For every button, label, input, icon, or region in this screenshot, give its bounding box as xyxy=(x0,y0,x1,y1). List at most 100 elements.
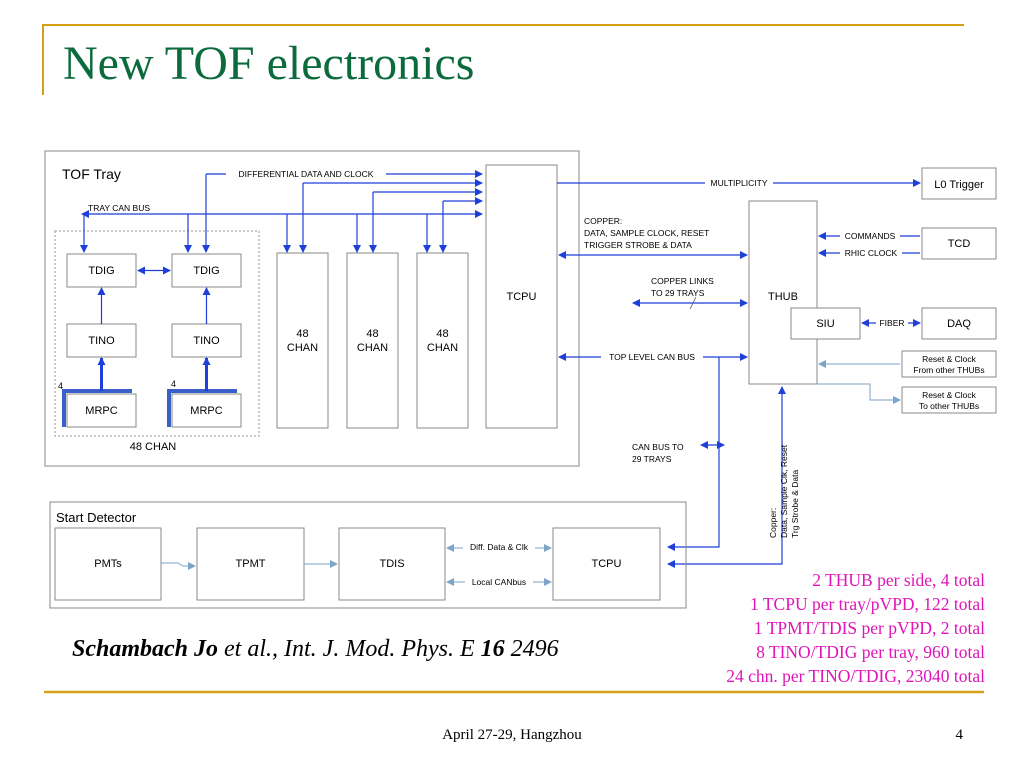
chan48-box-2: 48 CHAN xyxy=(346,252,399,429)
note-item: 2 THUB per side, 4 total xyxy=(812,570,985,590)
svg-text:TINO: TINO xyxy=(193,335,220,347)
tof-tray-label: TOF Tray xyxy=(62,166,121,182)
copper-links-label-1: COPPER LINKS xyxy=(651,276,714,286)
tcpu-start-box: TCPU xyxy=(552,527,661,601)
tino-box-left: TINO xyxy=(66,323,137,358)
vertical-copper-label: Copper: Data, Sample Clk, Reset Trg Stro… xyxy=(768,444,800,538)
diff-data-clk-label: Diff. Data & Clk xyxy=(470,542,529,552)
pmts-box: PMTs xyxy=(54,527,162,601)
mrpc-box-right: MRPC xyxy=(167,389,242,428)
tdig-box-left: TDIG xyxy=(66,253,137,288)
reset-clock-to-box: Reset & Clock To other THUBs xyxy=(901,386,997,414)
citation-author: Schambach Jo xyxy=(72,636,219,662)
slide-title: New TOF electronics xyxy=(63,37,475,90)
local-canbus-label-bg xyxy=(465,577,533,587)
channel-group-frame xyxy=(54,230,260,437)
start-detector-frame xyxy=(49,501,687,609)
svg-text:Trg Strobe & Data: Trg Strobe & Data xyxy=(790,470,800,538)
siu-box: SIU xyxy=(790,307,861,340)
svg-text:To other THUBs: To other THUBs xyxy=(919,401,979,411)
can-bus-link-to-start xyxy=(667,357,720,551)
top-level-can-bus-label-bg xyxy=(601,352,703,362)
notes-list: 2 THUB per side, 4 total 1 TCPU per tray… xyxy=(726,568,985,688)
svg-text:TDIG: TDIG xyxy=(88,265,114,277)
mrpc-count-right: 4 xyxy=(171,379,176,389)
svg-text:TCPU: TCPU xyxy=(507,291,537,303)
tcpu-box: TCPU xyxy=(485,164,558,429)
svg-text:48: 48 xyxy=(366,328,378,340)
chan48-box-3: 48 CHAN xyxy=(416,252,469,429)
svg-text:THUB: THUB xyxy=(768,291,798,303)
svg-text:TCPU: TCPU xyxy=(592,558,622,570)
svg-text:MRPC: MRPC xyxy=(85,405,117,417)
reset-clock-to-arrow xyxy=(817,383,901,404)
can-bus-29-trays-label-1: CAN BUS TO xyxy=(632,442,684,452)
differential-data-lines xyxy=(80,170,483,253)
diff-data-label-bg xyxy=(226,168,386,179)
svg-text:TINO: TINO xyxy=(88,335,115,347)
svg-text:Reset & Clock: Reset & Clock xyxy=(922,354,977,364)
svg-text:48: 48 xyxy=(296,328,308,340)
svg-text:TDIG: TDIG xyxy=(193,265,219,277)
svg-text:DAQ: DAQ xyxy=(947,318,971,330)
fiber-label: FIBER xyxy=(879,318,904,328)
rhic-clock-label: RHIC CLOCK xyxy=(845,248,898,258)
svg-text:From other THUBs: From other THUBs xyxy=(913,365,984,375)
commands-label-bg xyxy=(840,231,900,241)
footer-date: April 27-29, Hangzhou xyxy=(442,727,582,743)
copper-label-2: DATA, SAMPLE CLOCK, RESET xyxy=(584,228,709,238)
tdig-box-right: TDIG xyxy=(171,253,242,288)
citation-volume: 16 xyxy=(480,636,505,662)
svg-text:CHAN: CHAN xyxy=(287,342,318,354)
top-level-can-bus-label: TOP LEVEL CAN BUS xyxy=(609,352,695,362)
tcd-box: TCD xyxy=(921,227,997,260)
copper-links-label-2: TO 29 TRAYS xyxy=(651,288,705,298)
tdis-box: TDIS xyxy=(338,527,446,601)
footer-page-number: 4 xyxy=(955,727,964,743)
daq-box: DAQ xyxy=(921,307,997,340)
pmts-tpmt-arrow xyxy=(161,562,196,570)
note-item: 1 TCPU per tray/pVPD, 122 total xyxy=(750,594,985,614)
copper-label-1: COPPER: xyxy=(584,216,622,226)
l0-trigger-box: L0 Trigger xyxy=(921,167,997,200)
note-item: 8 TINO/TDIG per tray, 960 total xyxy=(756,642,985,662)
svg-text:Data, Sample Clk, Reset: Data, Sample Clk, Reset xyxy=(779,444,789,538)
differential-data-label: DIFFERENTIAL DATA AND CLOCK xyxy=(239,169,374,179)
note-item: 1 TPMT/TDIS per pVPD, 2 total xyxy=(753,618,985,638)
rhic-clock-label-bg xyxy=(840,248,902,258)
svg-text:SIU: SIU xyxy=(816,318,834,330)
copper-links-slash xyxy=(689,296,697,310)
copper-label-3: TRIGGER STROBE & DATA xyxy=(584,240,692,250)
commands-label: COMMANDS xyxy=(845,231,896,241)
chan48-group-label: 48 CHAN xyxy=(130,441,177,453)
citation-page: 2496 xyxy=(504,636,559,662)
can-bus-29-trays-label-2: 29 TRAYS xyxy=(632,454,672,464)
svg-text:L0 Trigger: L0 Trigger xyxy=(934,179,984,191)
svg-text:MRPC: MRPC xyxy=(190,405,222,417)
svg-text:TDIS: TDIS xyxy=(379,558,404,570)
title-accent xyxy=(42,24,964,95)
svg-text:TCD: TCD xyxy=(948,238,971,250)
multiplicity-label: MULTIPLICITY xyxy=(711,178,768,188)
note-item: 24 chn. per TINO/TDIG, 23040 total xyxy=(726,666,985,686)
mrpc-box-left: MRPC xyxy=(62,389,137,428)
citation-journal: Int. J. Mod. Phys. E xyxy=(284,636,481,662)
svg-text:CHAN: CHAN xyxy=(427,342,458,354)
tpmt-box: TPMT xyxy=(196,527,305,601)
diff-data-clk-label-bg xyxy=(463,542,535,552)
svg-text:48: 48 xyxy=(436,328,448,340)
tray-can-bus-label: TRAY CAN BUS xyxy=(88,203,150,213)
copper-link-to-start xyxy=(667,386,786,568)
tof-tray-frame xyxy=(44,150,580,467)
svg-text:Reset & Clock: Reset & Clock xyxy=(922,390,977,400)
svg-text:CHAN: CHAN xyxy=(357,342,388,354)
mrpc-count-left: 4 xyxy=(58,381,63,391)
svg-text:PMTs: PMTs xyxy=(94,558,122,570)
reset-clock-from-box: Reset & Clock From other THUBs xyxy=(901,350,997,378)
citation-etal: et al., xyxy=(218,636,285,662)
citation: Schambach Jo et al., Int. J. Mod. Phys. … xyxy=(72,636,559,663)
tino-box-right: TINO xyxy=(171,323,242,358)
thub-box: THUB xyxy=(748,200,818,385)
fiber-label-bg xyxy=(876,318,908,328)
